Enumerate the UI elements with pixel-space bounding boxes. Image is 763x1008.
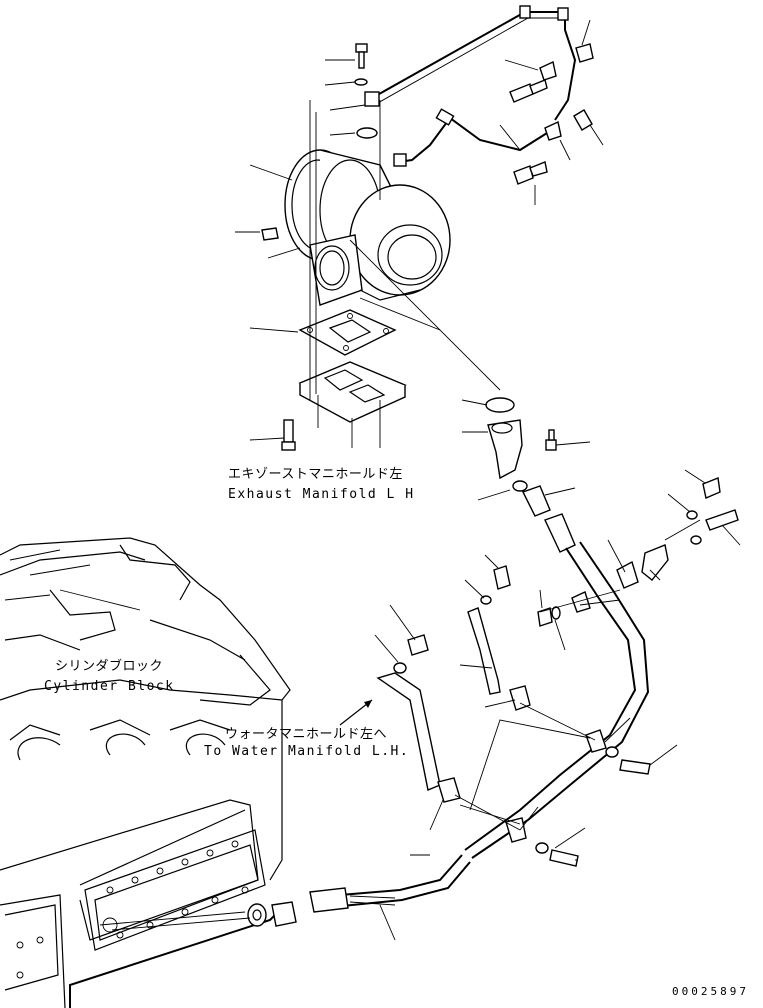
- turbo-gasket: [298, 309, 397, 356]
- bolts: [261, 43, 557, 451]
- small-hardware: [393, 477, 739, 867]
- exhaust-spacer: [298, 361, 407, 423]
- leader-lines: [99, 19, 741, 941]
- exhaust-manifold-label-en: Exhaust Manifold L H: [228, 487, 415, 502]
- drawing-code: 00025897: [672, 985, 749, 998]
- cylinder-block-label-jp: シリンダブロック: [55, 658, 163, 674]
- cylinder-block-label-en: Cylinder Block: [44, 679, 175, 694]
- drain-elbow: [485, 397, 551, 517]
- water-manifold-label-jp: ウォータマニホールド左へ: [225, 727, 387, 742]
- water-manifold-label-en: To Water Manifold L.H.: [204, 744, 409, 759]
- cylinder-block: [0, 537, 291, 1008]
- block-adapter: [247, 901, 297, 927]
- hose-brackets: [376, 544, 669, 843]
- turbocharger: [284, 149, 451, 306]
- oil-return-hose: [309, 513, 650, 913]
- water-manifold-arrow: [339, 699, 373, 726]
- upper-clamps: [539, 43, 594, 141]
- exhaust-manifold-label-jp: エキゾーストマニホールド左: [228, 467, 403, 482]
